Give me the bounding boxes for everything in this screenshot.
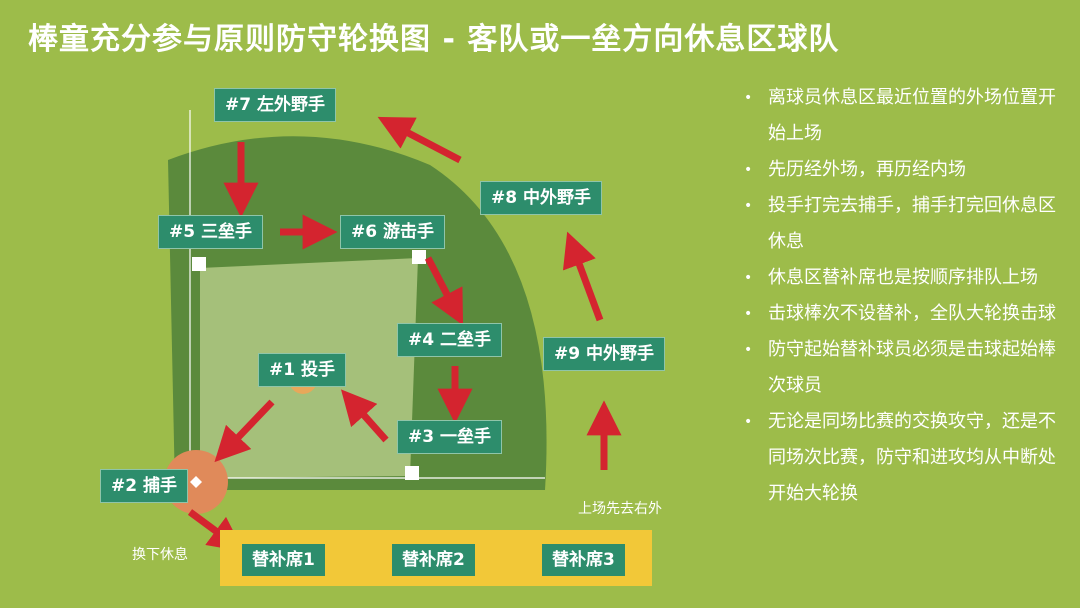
rule-item: 防守起始替补球员必须是击球起始棒次球员: [742, 332, 1062, 404]
position-center-fielder-9: #9 中外野手: [543, 337, 665, 371]
second-base: [412, 250, 426, 264]
bench-slot-3: 替补席3: [542, 544, 625, 576]
home-plate: [190, 476, 202, 488]
position-third-baseman: #5 三垒手: [158, 215, 263, 249]
position-left-fielder: #7 左外野手: [214, 88, 336, 122]
position-first-baseman: #3 一垒手: [397, 420, 502, 454]
rule-text: 休息区替补席也是按顺序排队上场: [768, 267, 1038, 288]
third-base: [192, 257, 206, 271]
rule-text: 离球员休息区最近位置的外场位置开始上场: [768, 87, 1056, 144]
arrow-9-to-8: [562, 231, 604, 322]
page-title: 棒童充分参与原则防守轮换图 - 客队或一垒方向休息区球队: [28, 22, 840, 57]
rule-item: 投手打完去捕手，捕手打完回休息区休息: [742, 188, 1062, 260]
rules-list: 离球员休息区最近位置的外场位置开始上场 先历经外场，再历经内场 投手打完去捕手，…: [742, 80, 1062, 512]
arrow-6-to-4: [424, 256, 464, 326]
rule-text: 击球棒次不设替补，全队大轮换击球: [768, 303, 1056, 324]
exit-note: 换下休息: [132, 547, 188, 563]
rule-item: 休息区替补席也是按顺序排队上场: [742, 260, 1062, 296]
rule-text: 投手打完去捕手，捕手打完回休息区休息: [768, 195, 1056, 252]
rule-text: 先历经外场，再历经内场: [768, 159, 966, 180]
rule-item: 先历经外场，再历经内场: [742, 152, 1062, 188]
bench-slot-2: 替补席2: [392, 544, 475, 576]
rule-item: 无论是同场比赛的交换攻守，还是不同场次比赛，防守和进攻均从中断处开始大轮换: [742, 404, 1062, 512]
bench-slot-1: 替补席1: [242, 544, 325, 576]
enter-note: 上场先去右外: [578, 501, 662, 517]
position-second-baseman: #4 二垒手: [397, 323, 502, 357]
arrow-8-to-7: [377, 116, 462, 164]
first-base: [405, 466, 419, 480]
position-pitcher: #1 投手: [258, 353, 346, 387]
position-catcher: #2 捕手: [100, 469, 188, 503]
rule-text: 无论是同场比赛的交换攻守，还是不同场次比赛，防守和进攻均从中断处开始大轮换: [768, 411, 1056, 504]
arrow-3-to-1: [340, 389, 389, 443]
position-center-fielder-8: #8 中外野手: [480, 181, 602, 215]
rule-item: 击球棒次不设替补，全队大轮换击球: [742, 296, 1062, 332]
rule-text: 防守起始替补球员必须是击球起始棒次球员: [768, 339, 1056, 396]
rule-item: 离球员休息区最近位置的外场位置开始上场: [742, 80, 1062, 152]
position-shortstop: #6 游击手: [340, 215, 445, 249]
arrow-1-to-2: [214, 399, 275, 463]
